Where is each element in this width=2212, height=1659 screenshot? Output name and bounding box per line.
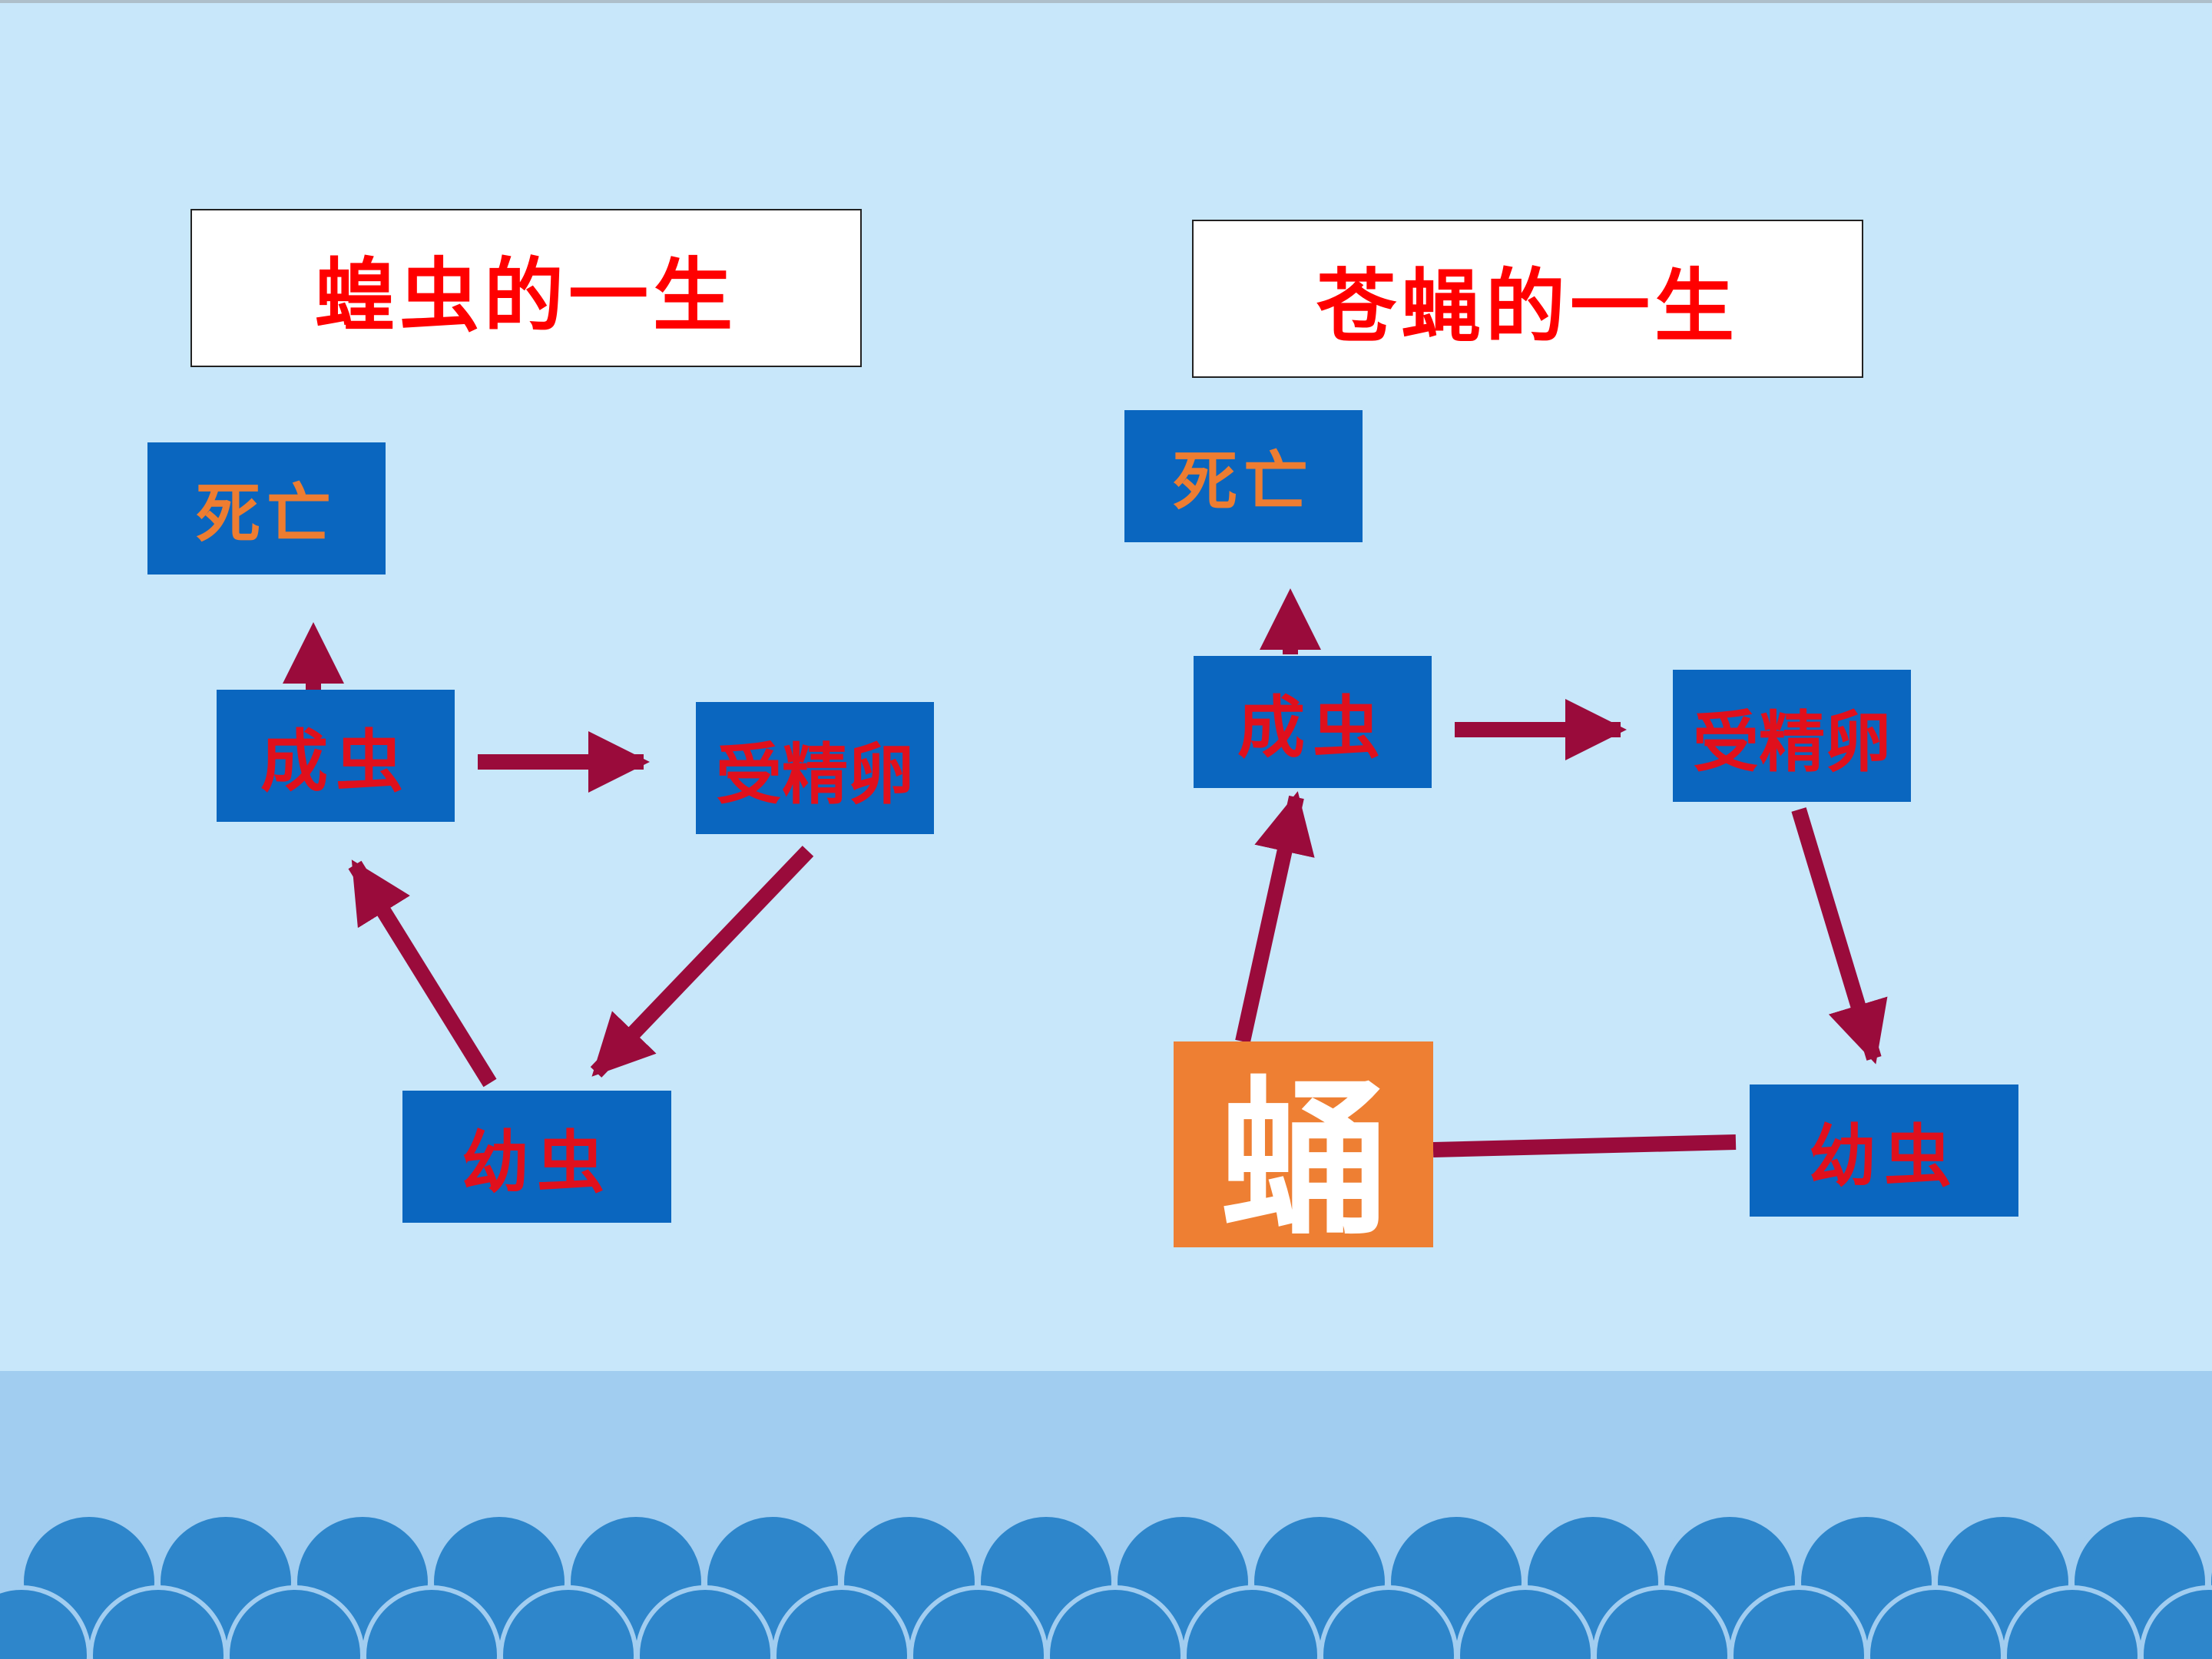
arrow-larva-to-adult [348, 859, 497, 1088]
arrow-fly-egg-to-larva [1791, 807, 1888, 1065]
arrow-pupa-to-adult [1235, 791, 1315, 1044]
locust-title: 蝗虫的一生 [190, 209, 862, 367]
fly-egg-node: 受精卵 [1673, 670, 1911, 802]
locust-egg-node: 受精卵 [696, 702, 934, 834]
fly-larva-node: 幼虫 [1750, 1084, 2018, 1217]
top-border [0, 0, 2212, 3]
fly-adult-node: 成虫 [1194, 656, 1432, 788]
connector-larva-to-pupa [1432, 1134, 1737, 1157]
locust-larva-node: 幼虫 [402, 1091, 671, 1223]
fly-death-node: 死亡 [1124, 410, 1363, 542]
locust-death-node: 死亡 [147, 442, 386, 575]
arrow-egg-to-larva [590, 846, 814, 1078]
fly-title: 苍蝇的一生 [1192, 220, 1863, 378]
locust-adult-node: 成虫 [217, 690, 455, 822]
wave-circle [2139, 1585, 2212, 1659]
fly-pupa-node: 蛹 [1174, 1041, 1433, 1257]
